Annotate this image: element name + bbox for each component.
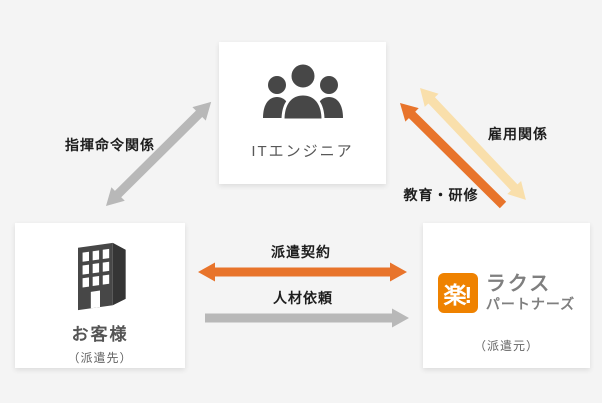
customer-label: お客様 — [71, 325, 129, 344]
node-customer: お客様 （派遣先） — [15, 223, 185, 368]
rakus-logo-line1: ラクス — [485, 273, 552, 296]
people-group-icon — [262, 62, 343, 122]
rakus-sublabel: （派遣元） — [473, 339, 539, 353]
rakus-logo-mark-icon: 楽! — [437, 273, 478, 313]
edge-label-dispatch-contract: 派遣契約 — [271, 244, 331, 260]
edge-label-command-relationship: 指揮命令関係 — [65, 137, 155, 153]
it-engineer-label: ITエンジニア — [251, 143, 354, 160]
arrow-personnel-request — [205, 308, 409, 328]
arrow-dispatch-contract — [198, 262, 407, 282]
edge-label-employment-relationship: 雇用関係 — [488, 126, 548, 142]
node-rakus-partners: 楽! ラクス パートナーズ （派遣元） — [423, 223, 590, 368]
edge-label-training: 教育・研修 — [403, 187, 479, 203]
rakus-logo: 楽! ラクス パートナーズ — [437, 273, 575, 313]
customer-sublabel: （派遣先） — [67, 351, 133, 365]
node-it-engineer: ITエンジニア — [219, 42, 386, 184]
edge-label-personnel-request: 人材依頼 — [273, 290, 333, 306]
rakus-logo-line2: パートナーズ — [485, 296, 576, 313]
rakus-logo-text: ラクス パートナーズ — [486, 274, 575, 312]
building-icon — [78, 242, 126, 311]
